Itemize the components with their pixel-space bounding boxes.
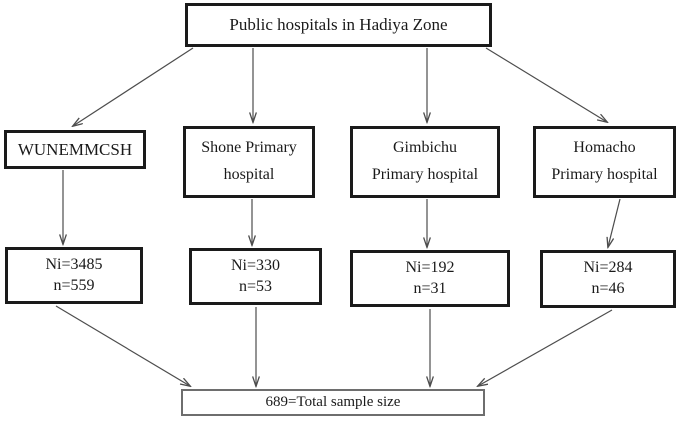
edge-sample-homacho-to-total (478, 309, 613, 386)
node-sample-shone-n: n=53 (238, 277, 273, 295)
node-hospital-shone[interactable]: Shone Primary hospital (183, 126, 315, 198)
node-hospital-gimbichu-line2: Primary hospital (371, 166, 479, 183)
node-total-sample-size-label: 689=Total sample size (265, 393, 401, 410)
edge-title-to-wunemmcsh (73, 47, 194, 126)
edge-sample-wunemmcsh-to-total (55, 305, 190, 386)
node-sample-homacho[interactable]: Ni=284 n=46 (540, 250, 676, 308)
node-hospital-shone-line1: Shone Primary (201, 139, 297, 157)
edge-homacho-to-sample (608, 198, 621, 247)
node-hospital-homacho[interactable]: Homacho Primary hospital (533, 126, 676, 198)
node-sample-homacho-n: n=46 (591, 280, 625, 297)
node-sample-wunemmcsh-n: n=559 (53, 276, 95, 294)
node-hospital-wunemmcsh[interactable]: WUNEMMCSH (4, 130, 146, 169)
node-hospital-gimbichu[interactable]: Gimbichu Primary hospital (350, 126, 500, 198)
node-sample-shone[interactable]: Ni=330 n=53 (189, 248, 322, 305)
node-sample-gimbichu[interactable]: Ni=192 n=31 (350, 250, 510, 307)
node-sample-gimbichu-Ni: Ni=192 (405, 258, 455, 276)
node-hospital-shone-line2: hospital (223, 166, 275, 183)
node-public-hospitals[interactable]: Public hospitals in Hadiya Zone (185, 3, 492, 47)
node-sample-wunemmcsh-Ni: Ni=3485 (45, 255, 103, 273)
edge-title-to-homacho (485, 47, 607, 122)
node-sample-shone-Ni: Ni=330 (230, 256, 281, 274)
node-hospital-homacho-line1: Homacho (573, 139, 636, 157)
node-sample-gimbichu-n: n=31 (413, 279, 447, 297)
node-sample-wunemmcsh[interactable]: Ni=3485 n=559 (5, 247, 143, 304)
node-hospital-gimbichu-line1: Gimbichu (393, 139, 457, 157)
node-public-hospitals-label: Public hospitals in Hadiya Zone (229, 15, 448, 35)
node-total-sample-size[interactable]: 689=Total sample size (181, 389, 485, 416)
node-sample-homacho-Ni: Ni=284 (583, 259, 633, 277)
node-hospital-wunemmcsh-line1: WUNEMMCSH (17, 139, 133, 159)
node-hospital-homacho-line2: Primary hospital (551, 166, 658, 183)
